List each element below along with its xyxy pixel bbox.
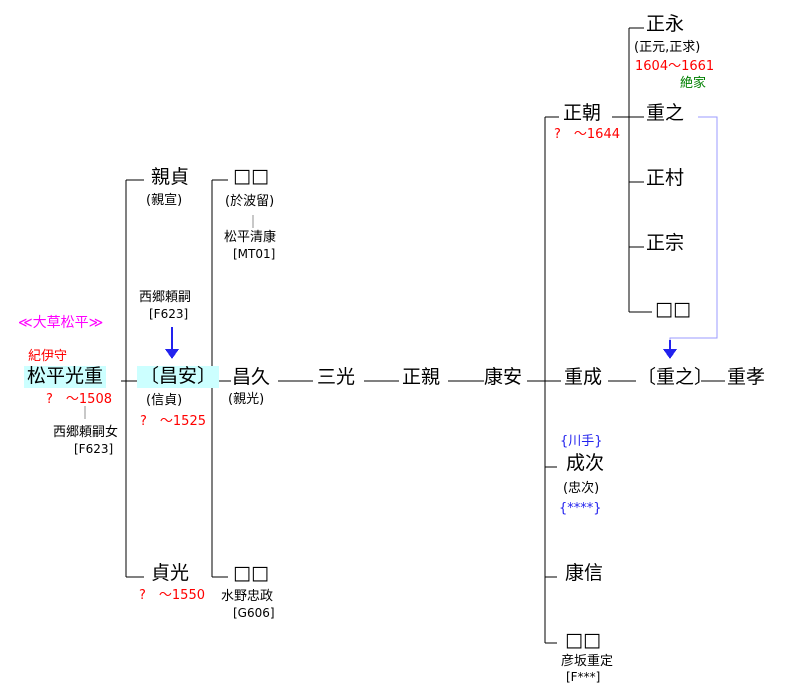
kawate-branch-label: {川手} — [560, 434, 603, 449]
chikasada-alias: (親宣) — [146, 193, 183, 208]
masanaga-alias: (正元,正求) — [634, 40, 701, 55]
mizuno-spouse: 水野忠政 — [221, 589, 274, 604]
person-hikosaka-wife: □□ — [565, 629, 601, 651]
person-mitsushige: 松平光重 — [24, 366, 107, 388]
person-masatomo-daughter: □□ — [655, 298, 691, 320]
saigo-succession-arrowhead — [165, 349, 179, 359]
masatomo-children-bracket — [612, 27, 652, 313]
shoan-dates: ? ～1525 — [140, 414, 206, 429]
person-masahisa: 昌久 — [232, 366, 271, 388]
extinct-line-note: 絶家 — [680, 76, 707, 91]
hikosaka-spouse: 彦坂重定 — [561, 654, 614, 669]
person-masatomo: 正朝 — [563, 102, 602, 124]
narutsugu-alias: (忠次) — [563, 481, 600, 496]
shoan-alias: (信貞) — [146, 393, 183, 408]
masatomo-dates: ? ～1644 — [554, 127, 620, 142]
masahisa-alias: (親光) — [228, 392, 265, 407]
person-shoan: 〔昌安〕 — [137, 366, 220, 388]
person-chikasada: 親貞 — [151, 166, 190, 188]
mitsushige-spouse-ref: [F623] — [74, 442, 114, 456]
person-masanaga: 正永 — [646, 13, 685, 35]
family-branch-title: ≪大草松平≫ — [18, 315, 104, 331]
mitsushige-spouse: 西郷頼嗣女 — [53, 425, 119, 440]
yasuyasu-children-bracket — [544, 116, 559, 644]
kawate-ref: {****} — [559, 501, 602, 516]
masanaga-dates: 1604～1661 — [635, 59, 715, 74]
sadamitsu-dates: ? ～1550 — [139, 588, 205, 603]
mizuno-spouse-ref: [G606] — [233, 606, 275, 620]
person-yasunobu: 康信 — [565, 562, 604, 584]
shigeyuki-adoption-line — [669, 116, 718, 343]
person-masamune: 正宗 — [646, 232, 685, 254]
shigeyuki-adoption-arrowhead — [663, 349, 677, 359]
saigo-yoritsugu-ref: [F623] — [149, 307, 189, 321]
mitsushige-court-title: 紀伊守 — [28, 349, 68, 364]
person-mizuno-wife: □□ — [233, 562, 269, 584]
saigo-yoritsugu-label: 西郷頼嗣 — [139, 290, 192, 305]
person-shigeyuki-adopted: 〔重之〕 — [637, 366, 714, 388]
oharu-spouse: 松平清康 — [224, 230, 277, 245]
hikosaka-spouse-ref: [F***] — [566, 670, 601, 684]
oharu-spouse-ref: [MT01] — [233, 247, 276, 261]
person-masachika: 正親 — [402, 366, 441, 388]
oharu-alias: (於波留) — [225, 194, 275, 209]
person-sanko: 三光 — [317, 366, 356, 388]
person-sadamitsu: 貞光 — [151, 562, 190, 584]
person-shigenari: 重成 — [564, 366, 603, 388]
mitsushige-dates: ? ～1508 — [46, 392, 112, 407]
person-yasuyasu: 康安 — [484, 366, 523, 388]
mitsushige-children-bracket — [125, 179, 144, 578]
person-shigeyuki: 重之 — [646, 102, 685, 124]
person-oharu: □□ — [233, 165, 269, 187]
person-narutsugu: 成次 — [566, 452, 605, 474]
person-shigetaka: 重孝 — [727, 366, 766, 388]
person-masamura: 正村 — [646, 167, 685, 189]
